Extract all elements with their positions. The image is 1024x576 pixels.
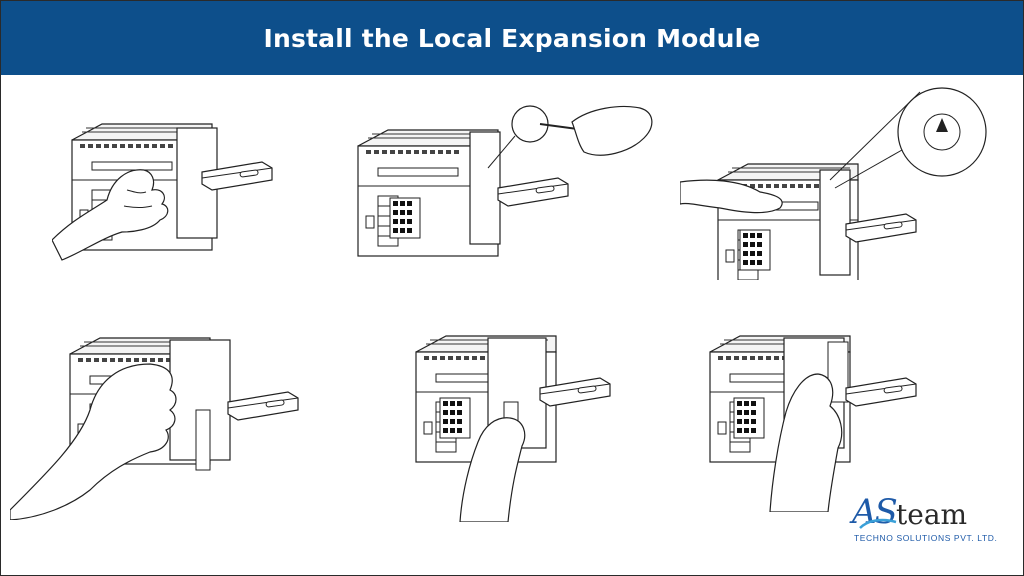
logo-swoosh-icon xyxy=(859,518,897,529)
step-1-illustration xyxy=(52,100,282,290)
step-4-illustration xyxy=(10,320,310,520)
page-title: Install the Local Expansion Module xyxy=(263,23,761,53)
logo-tagline: TECHNO SOLUTIONS PVT. LTD. xyxy=(854,533,998,543)
logo-name: team xyxy=(896,498,968,531)
asteam-logo: AS team TECHNO SOLUTIONS PVT. LTD. xyxy=(852,492,1012,548)
step-5-illustration xyxy=(400,322,630,522)
step-6-illustration xyxy=(700,322,920,512)
title-bar: Install the Local Expansion Module xyxy=(1,1,1023,75)
step-2-illustration xyxy=(340,98,670,258)
step-3-illustration xyxy=(680,80,995,280)
logo-mark: AS xyxy=(852,492,898,532)
